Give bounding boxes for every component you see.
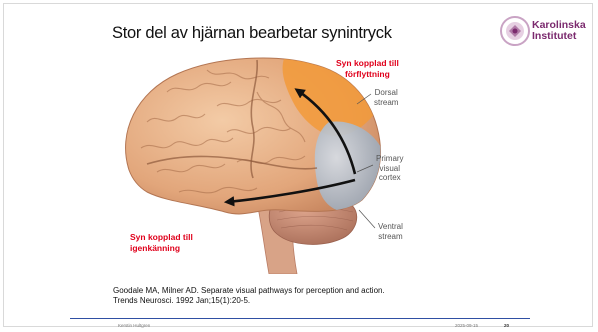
footer-page-number: 20	[504, 323, 509, 328]
logo-text-line2: Institutet	[532, 31, 586, 42]
citation-line1: Goodale MA, Milner AD. Separate visual p…	[113, 286, 473, 296]
dorsal-stream-label: Dorsal stream	[374, 88, 398, 107]
primary-visual-cortex-label: Primary visual cortex	[376, 154, 404, 183]
footer-date: 2025-09-15	[455, 323, 478, 328]
ventral-function-label: Syn kopplad till igenkänning	[130, 232, 193, 253]
citation-line2: Trends Neurosci. 1992 Jan;15(1):20-5.	[113, 296, 473, 306]
footer-rule	[70, 318, 530, 319]
ventral-stream-label: Ventral stream	[378, 222, 403, 241]
footer-author: Kerstin Hultgren	[118, 323, 150, 328]
slide-title: Stor del av hjärnan bearbetar synintryck	[112, 24, 392, 43]
citation-caption: Goodale MA, Milner AD. Separate visual p…	[113, 286, 473, 305]
dorsal-function-label: Syn kopplad till förflyttning	[336, 58, 399, 79]
